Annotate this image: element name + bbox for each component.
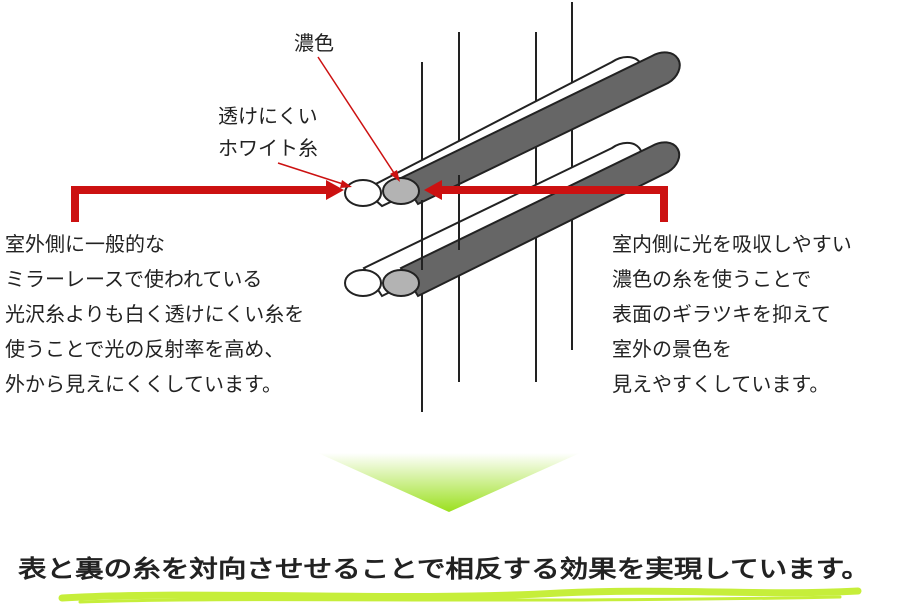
green-down-arrow bbox=[318, 453, 580, 512]
right-explanation: 室内側に光を吸収しやすい 濃色の糸を使うことで 表面のギラツキを抑えて 室外の景… bbox=[612, 232, 852, 396]
white-thread-lower-end bbox=[344, 269, 382, 297]
thread-pair-lower bbox=[344, 141, 681, 298]
left-text-line: ミラーレースで使われている bbox=[5, 267, 262, 291]
left-text-line: 光沢糸よりも白く透けにくい糸を bbox=[5, 302, 304, 326]
conclusion-text: 表と裏の糸を対向させせることで相反する効果を実現しています。 bbox=[18, 555, 870, 583]
conclusion-underline-2 bbox=[78, 595, 842, 604]
right-text-line: 室内側に光を吸収しやすい bbox=[612, 232, 852, 256]
conclusion-underline bbox=[58, 587, 862, 602]
label-dark-thread: 濃色 bbox=[294, 31, 334, 55]
left-red-arrow bbox=[71, 180, 344, 222]
leader-dark bbox=[317, 56, 400, 182]
left-text-line: 使うことで光の反射率を高め、 bbox=[5, 337, 284, 361]
dark-thread-upper-end bbox=[382, 177, 420, 205]
white-thread-upper-end bbox=[344, 179, 382, 207]
dark-thread-upper bbox=[399, 51, 681, 206]
leader-white bbox=[277, 162, 352, 188]
right-text-line: 室外の景色を bbox=[612, 337, 732, 361]
left-text-line: 外から見えにくくしています。 bbox=[5, 372, 282, 396]
label-white-thread-line2: ホワイト糸 bbox=[218, 136, 318, 160]
left-explanation: 室外側に一般的な ミラーレースで使われている 光沢糸よりも白く透けにくい糸を 使… bbox=[5, 232, 304, 396]
thread-pair-upper bbox=[344, 51, 681, 208]
right-text-line: 見えやすくしています。 bbox=[612, 372, 829, 396]
left-text-line: 室外側に一般的な bbox=[5, 232, 165, 256]
label-white-thread-line1: 透けにくい bbox=[218, 104, 318, 128]
right-text-line: 濃色の糸を使うことで bbox=[612, 267, 811, 291]
right-text-line: 表面のギラツキを抑えて bbox=[612, 302, 831, 326]
right-red-arrow bbox=[424, 180, 668, 222]
dark-thread-lower bbox=[399, 141, 681, 298]
dark-thread-lower-end bbox=[382, 269, 420, 297]
